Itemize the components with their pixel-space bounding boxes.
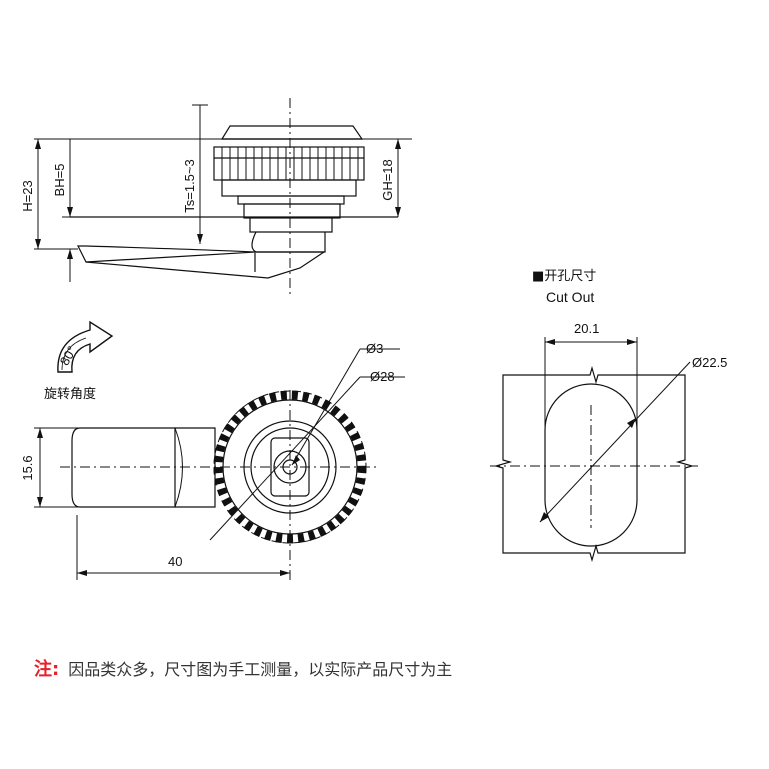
footnote-mark: 注: (34, 659, 60, 680)
bh-dimension-label: BH=5 (52, 164, 67, 197)
footnote-text: 因品类众多，尺寸图为手工测量，以实际产品尺寸为主 (68, 660, 453, 679)
hole-diameter-label: Ø3 (366, 341, 383, 356)
dimension-arrowheads (35, 139, 637, 576)
front-length-label: 40 (168, 554, 182, 569)
side-view (34, 98, 412, 298)
rotation-arrow-icon (57, 320, 114, 373)
rotation-caption: 旋转角度 (44, 386, 96, 402)
cutout-width-label: 20.1 (574, 321, 599, 336)
knurl-ridges (221, 147, 359, 180)
rotation-angle-label: 80° (57, 343, 80, 368)
footnote: 注: 因品类众多，尺寸图为手工测量，以实际产品尺寸为主 (34, 655, 452, 681)
front-height-label: 15.6 (20, 455, 35, 480)
ts-dimension-label: Ts=1.5~3 (182, 159, 197, 213)
gh-dimension-label: GH=18 (380, 159, 395, 201)
cutout-title-en: Cut Out (546, 289, 594, 305)
h-dimension-label: H=23 (20, 180, 35, 211)
cutout-title-cn: ■开孔尺寸 (532, 269, 596, 284)
knob-diameter-label: Ø28 (370, 369, 395, 384)
cutout-view (490, 337, 698, 563)
front-view (34, 348, 405, 580)
cutout-diameter-label: Ø22.5 (692, 355, 727, 370)
